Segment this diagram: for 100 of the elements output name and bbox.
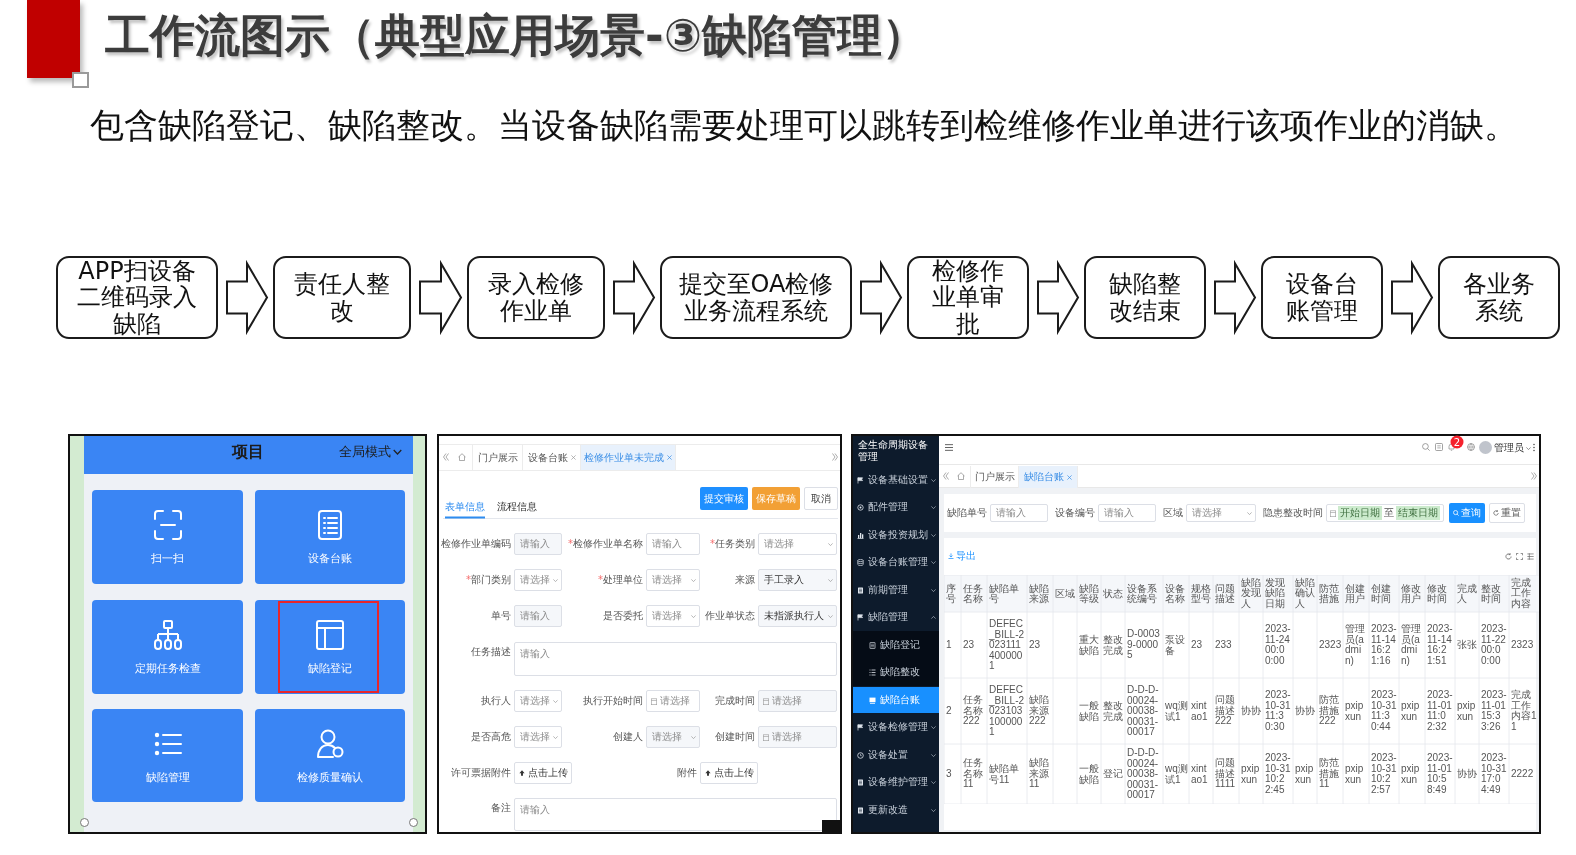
column-header: 发现缺陷日期: [1265, 577, 1286, 610]
column-header: 缺陷等级: [1079, 583, 1100, 604]
column-header: 防范措施: [1319, 583, 1340, 604]
table-entry: 2222: [1511, 768, 1534, 780]
table-entry: pxipxun: [1401, 700, 1421, 722]
text-area: 请输入: [514, 642, 837, 676]
table-entry: 防范措施222: [1319, 695, 1340, 727]
process-box: 提交至OA检修业务流程系统: [660, 256, 852, 339]
table-entry: 233: [1215, 639, 1232, 651]
table-entry: 2023-11-01 11:02:32: [1427, 690, 1454, 732]
column-header: 任务名称: [963, 583, 984, 604]
table-entry: 1: [946, 639, 952, 651]
column-header: 缺陷单号: [989, 583, 1020, 604]
table-entry: 完成工作内容11: [1511, 690, 1538, 732]
table-entry: 2023-11-14 16:21:16: [1371, 624, 1398, 666]
table-entry: 2: [946, 705, 952, 717]
menu-item: 设备检修管理: [853, 714, 939, 740]
process-box: 录入检修作业单: [467, 256, 605, 339]
table-entry: 重大缺陷: [1079, 634, 1100, 656]
select-field: 请选择: [514, 690, 562, 712]
block-arrow: [1214, 259, 1257, 336]
table-entry: pxipxun: [1457, 700, 1477, 722]
input-field: 请输入: [514, 533, 562, 555]
upload-button: 点击上传: [514, 762, 572, 784]
field-label: 设备编号: [1055, 506, 1095, 520]
menu-item: 设备投资规划: [853, 522, 939, 548]
block-arrow: [613, 259, 656, 336]
process-box: 缺陷整改结束: [1084, 256, 1206, 339]
column-header: 设备系统编号: [1127, 583, 1158, 604]
select-field: 请选择: [646, 726, 700, 748]
column-header: 规格型号: [1191, 583, 1212, 604]
menu-item: 前期管理: [853, 577, 939, 603]
date-field: 请选择: [758, 690, 837, 712]
table-entry: D-D-D-00024-00038-00031-00017: [1127, 747, 1160, 801]
active-tab: 表单信息: [445, 497, 485, 519]
column-header: 状态: [1103, 588, 1123, 599]
field-label: 备注: [491, 801, 511, 815]
table-entry: 管理员(admin): [1401, 624, 1422, 666]
table-entry: 协协: [1295, 705, 1315, 717]
table-entry: 2023-10-31 10:22:45: [1265, 753, 1292, 795]
table-entry: D-D-D-00024-00038-00031-00017: [1127, 684, 1160, 738]
table-entry: 任务名称222: [963, 695, 984, 727]
block-arrow: [1037, 259, 1080, 336]
column-header: 序号: [946, 583, 957, 604]
table-entry: 2023-11-24 00:00:00: [1265, 624, 1292, 666]
date-field: 请选择: [758, 726, 837, 748]
table-entry: 2023-10-31 11:30:30: [1265, 690, 1292, 732]
input-field: 请输入: [514, 605, 562, 627]
upload-button: 点击上传: [700, 762, 758, 784]
field-label: 是否高危: [471, 730, 511, 744]
menu-item: 缺陷管理: [853, 604, 939, 630]
user-menu: 管理员: [1494, 441, 1531, 455]
table-entry: 2323: [1511, 639, 1534, 651]
table-entry: 2023-10-31 10:22:57: [1371, 753, 1398, 795]
select-field: 手工录入: [758, 569, 837, 591]
field-label: 附件: [677, 766, 697, 780]
table-entry: D-00039-00005: [1127, 629, 1161, 661]
search-button: 查询: [1449, 503, 1485, 523]
select-field: 请选择: [646, 605, 700, 627]
field-label: 任务描述: [471, 645, 511, 659]
field-label: 执行开始时间: [583, 694, 643, 708]
field-label: *部门类别: [466, 573, 511, 587]
table-entry: 23: [1029, 639, 1041, 651]
menu-tile: 缺陷登记: [255, 600, 405, 694]
table-entry: 协协: [1241, 705, 1261, 717]
table-entry: 23: [963, 639, 975, 651]
table-entry: 防范措施11: [1319, 758, 1340, 790]
field-label: *处理单位: [598, 573, 643, 587]
table-entry: pxipxun: [1401, 763, 1421, 785]
process-box: 设备台账管理: [1261, 256, 1383, 339]
column-header: 区域: [1055, 588, 1075, 599]
table-entry: 问题描述222: [1215, 695, 1236, 727]
table-entry: pxipxun: [1345, 763, 1365, 785]
field-label: 执行人: [481, 694, 511, 708]
column-header: 修改用户: [1401, 583, 1422, 604]
menu-item: 设备维护管理: [853, 769, 939, 795]
process-box: 各业务系统: [1438, 256, 1560, 339]
field-label: 是否委托: [603, 609, 643, 623]
range-separator: 至: [1384, 506, 1394, 520]
column-header: 缺陷发现人: [1241, 577, 1262, 610]
table-entry: 管理员(admin): [1345, 624, 1366, 666]
date-input: 结束日期: [1396, 506, 1440, 520]
field-label: *任务类别: [710, 537, 755, 551]
save-button: 保存草稿: [752, 487, 800, 510]
field-label: 来源: [735, 573, 755, 587]
select-field: 请选择: [1186, 504, 1256, 522]
select-field: 请选择: [758, 533, 837, 555]
export-link: 导出: [948, 549, 976, 563]
table-entry: pxipxun: [1345, 700, 1365, 722]
table-entry: 2023-11-22 00:00:00: [1481, 624, 1508, 666]
subtitle: 包含缺陷登记、缺陷整改。当设备缺陷需要处理可以跳转到检维修作业单进行该项作业的消缺。: [90, 104, 1518, 147]
field-label: 完成时间: [715, 694, 755, 708]
menu-item: 缺陷台账: [853, 687, 939, 713]
menu-tile: 检修质量确认: [255, 709, 405, 802]
table-entry: 缺陷来源11: [1029, 758, 1050, 790]
column-header: 整改时间: [1481, 583, 1502, 604]
table-entry: 缺陷来源222: [1029, 695, 1050, 727]
table-entry: pxipxun: [1241, 763, 1261, 785]
column-header: 问题描述: [1215, 583, 1236, 604]
menu-tile: 扫一扫: [92, 490, 243, 584]
